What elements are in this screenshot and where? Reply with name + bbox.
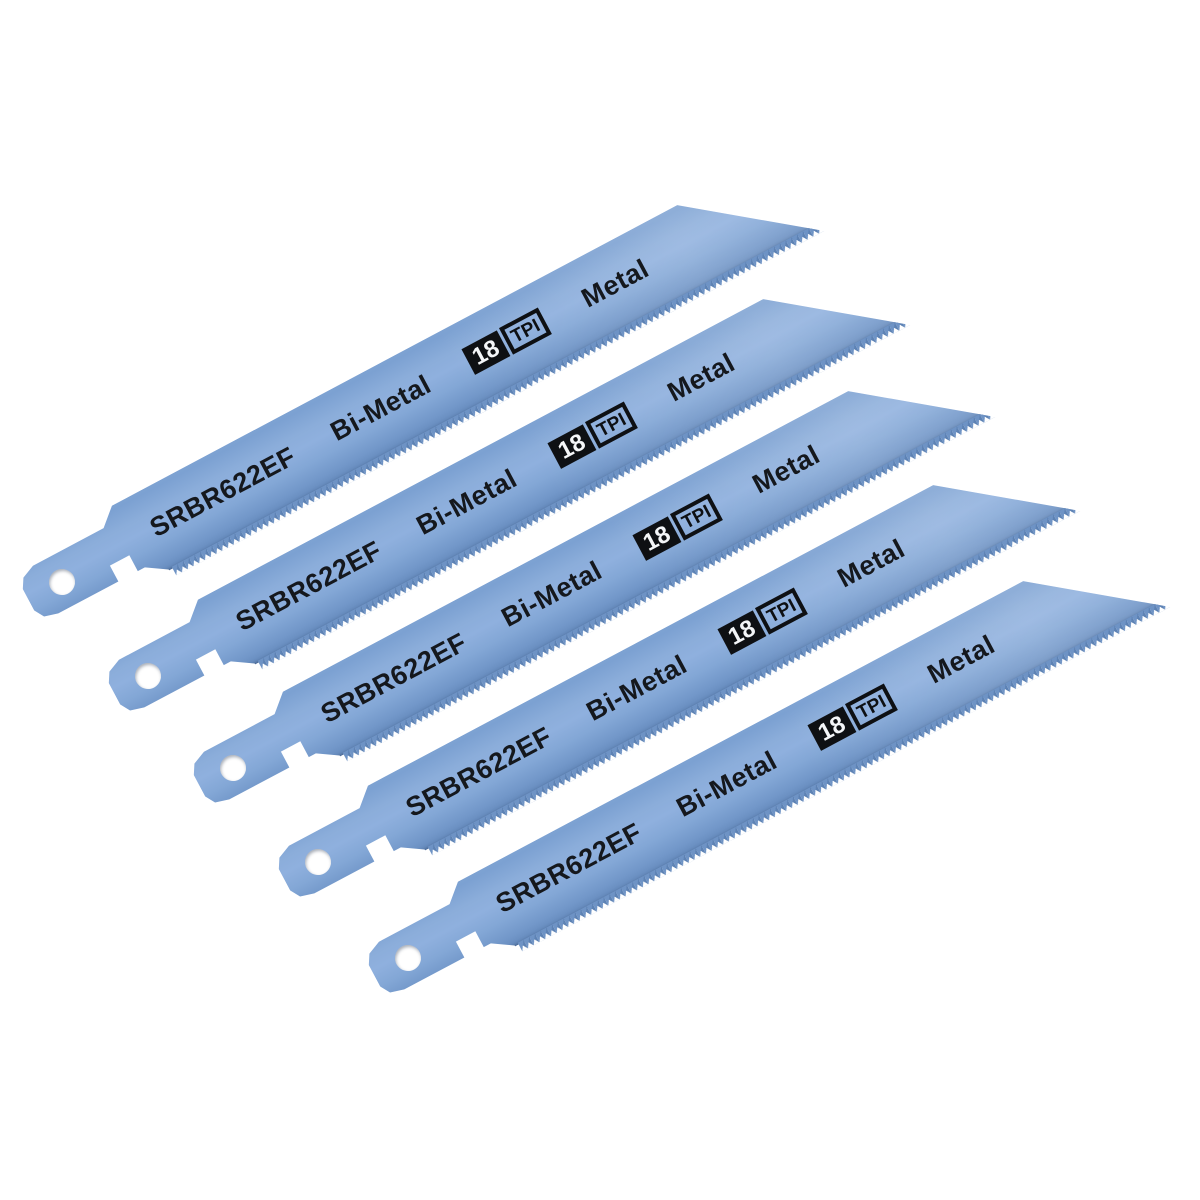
blade-type-label: Metal xyxy=(747,438,825,499)
blade-code-label: SRBR622EF xyxy=(315,626,472,729)
blade-code-label: SRBR622EF xyxy=(230,534,387,637)
tpi-unit: TPI xyxy=(845,684,898,731)
blade-material-label: Bi-Metal xyxy=(496,554,607,633)
blade-code-label: SRBR622EF xyxy=(144,440,301,543)
tpi-unit: TPI xyxy=(585,402,638,449)
tpi-badge: 18 TPI xyxy=(461,308,552,375)
blade-type-label: Metal xyxy=(832,532,910,593)
tpi-badge: 18 TPI xyxy=(547,402,638,469)
blade-type-label: Metal xyxy=(922,628,1000,689)
blade-material-label: Bi-Metal xyxy=(325,368,436,447)
blade-teeth xyxy=(518,598,1171,951)
blade-code-label: SRBR622EF xyxy=(490,816,647,919)
blade-code-label: SRBR622EF xyxy=(400,720,557,823)
blade-type-label: Metal xyxy=(662,346,740,407)
tpi-unit: TPI xyxy=(499,308,552,355)
blade-type-label: Metal xyxy=(576,252,654,313)
tpi-badge: 18 TPI xyxy=(717,588,808,655)
blade-material-label: Bi-Metal xyxy=(411,462,522,541)
tpi-unit: TPI xyxy=(755,588,808,635)
tpi-badge: 18 TPI xyxy=(807,684,898,751)
blade-material-label: Bi-Metal xyxy=(671,744,782,823)
blade-material-label: Bi-Metal xyxy=(581,648,692,727)
tpi-badge: 18 TPI xyxy=(632,494,723,561)
tpi-unit: TPI xyxy=(670,494,723,541)
